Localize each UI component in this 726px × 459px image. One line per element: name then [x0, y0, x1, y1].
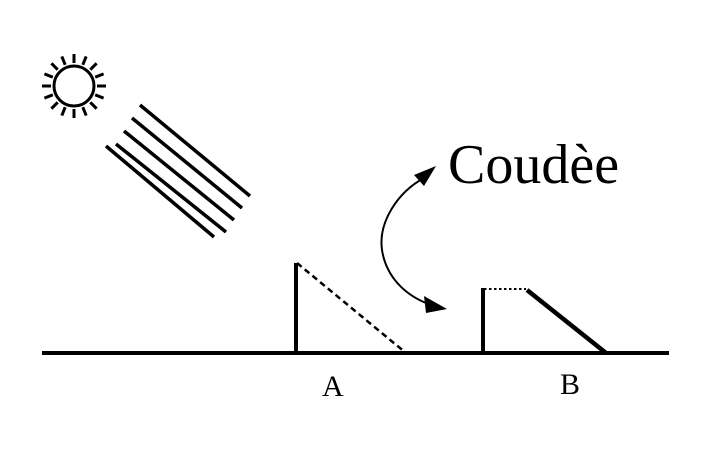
ray-3	[122, 129, 236, 222]
sun-disc	[52, 64, 96, 108]
sun-icon	[42, 54, 106, 118]
sun-spokes	[42, 54, 106, 118]
label-b: B	[560, 368, 580, 401]
ray-1	[138, 103, 252, 198]
label-a: A	[322, 370, 344, 403]
stick-a-group	[294, 262, 407, 354]
arrowhead-top	[414, 166, 436, 186]
ray-4	[114, 142, 228, 234]
stick-b-group	[481, 288, 608, 355]
curved-arrow-path	[380, 177, 427, 304]
curved-arrow	[380, 166, 447, 313]
shadow-a-dashed	[296, 262, 407, 354]
coudee-label: Coudèe	[448, 134, 619, 196]
ray-2	[130, 116, 244, 210]
shadow-b-solid	[525, 288, 608, 355]
arrowhead-bottom	[424, 296, 447, 313]
sun-rays	[104, 103, 252, 239]
ray-5	[104, 144, 216, 239]
